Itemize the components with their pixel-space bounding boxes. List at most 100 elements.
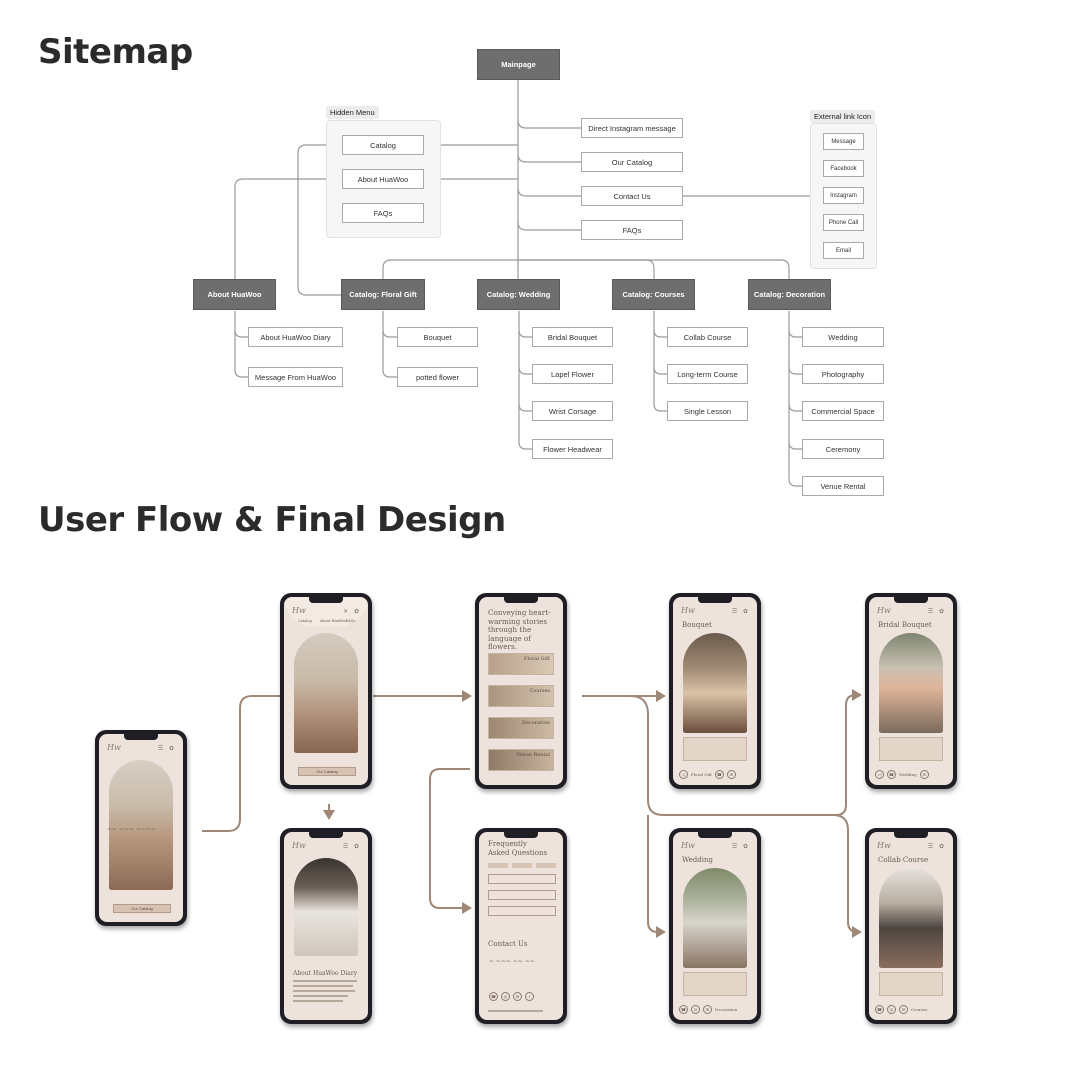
message-icon[interactable]: ✉: [899, 1004, 908, 1014]
product-image: [683, 633, 747, 733]
bridal-title: Bridal Bouquet: [878, 621, 932, 629]
menu-icon[interactable]: ☰ ✿: [927, 609, 946, 615]
phone-icon[interactable]: ☎: [714, 769, 724, 779]
instagram-icon[interactable]: ◎: [501, 992, 510, 1001]
hidden-menu-item-catalog: Catalog: [342, 135, 424, 155]
bouquet-bar-label: Floral Gift: [691, 771, 712, 777]
userflow-title: User Flow & Final Design: [38, 500, 506, 540]
catalog-heading: Conveying heart-warming stories through …: [488, 608, 551, 651]
phone-diary: Hw ☰ ✿ About HuaWoo Diary: [280, 828, 372, 1024]
collab-bar-label: Courses: [911, 1006, 928, 1012]
message-icon[interactable]: ✉: [513, 992, 522, 1001]
mainpage-node: Mainpage: [477, 49, 560, 80]
phone-icon[interactable]: ☎: [489, 992, 498, 1001]
logo-icon: Hw: [292, 841, 306, 850]
child-bridal-bouquet: Bridal Bouquet: [532, 327, 613, 347]
child-collab-course: Collab Course: [667, 327, 748, 347]
catalog-card-venue[interactable]: Venue Rental: [488, 749, 554, 771]
instagram-icon[interactable]: ◎: [691, 1004, 700, 1014]
catalog-card-decoration[interactable]: Decoration: [488, 717, 554, 739]
wedding-bar-label: Decoration: [715, 1006, 738, 1012]
node-contact-us: Contact Us: [581, 186, 683, 206]
phone-icon[interactable]: ☎: [679, 1004, 688, 1014]
external-message: Message: [823, 133, 864, 150]
hidden-menu-item-about: About HuaWoo: [342, 169, 424, 189]
phone-icon[interactable]: ☎: [875, 1004, 884, 1014]
section-decoration: Catalog: Decoration: [748, 279, 831, 310]
external-link-label: External link Icon: [810, 110, 876, 123]
phone-bridal: Hw ☰ ✿ Bridal Bouquet ◁ ☎ Wedding ✉: [865, 593, 957, 789]
child-ceremony: Ceremony: [802, 439, 884, 459]
message-icon[interactable]: ✉: [726, 769, 736, 779]
child-lapel-flower: Lapel Flower: [532, 364, 613, 384]
menu-tab-catalog[interactable]: Catalog: [298, 619, 312, 623]
logo-icon: Hw: [681, 606, 695, 615]
product-image: [879, 633, 943, 733]
logo-icon: Hw: [877, 841, 891, 850]
home-catalog-button[interactable]: Our Catalog: [113, 904, 171, 913]
logo-icon: Hw: [681, 841, 695, 850]
external-email: Email: [823, 242, 864, 259]
portrait-image: [294, 858, 358, 956]
close-icon[interactable]: ✕ ✿: [343, 609, 361, 615]
child-bouquet: Bouquet: [397, 327, 478, 347]
external-facebook: Facebook: [823, 160, 864, 177]
child-venue-rental: Venue Rental: [802, 476, 884, 496]
hidden-menu-item-faqs: FAQs: [342, 203, 424, 223]
child-deco-wedding: Wedding: [802, 327, 884, 347]
section-about-huawoo: About HuaWoo: [193, 279, 276, 310]
hero-image: [294, 633, 358, 753]
bridal-bar-label: Wedding: [899, 771, 917, 777]
catalog-card-courses[interactable]: Courses: [488, 685, 554, 707]
message-icon[interactable]: ✉: [703, 1004, 712, 1014]
instagram-icon[interactable]: ◎: [887, 1004, 896, 1014]
facebook-icon[interactable]: f: [525, 992, 534, 1001]
menu-icon[interactable]: ☰ ✿: [927, 844, 946, 850]
menu-tab-faqs[interactable]: FAQs: [346, 619, 356, 623]
section-floral-gift: Catalog: Floral Gift: [341, 279, 425, 310]
section-courses: Catalog: Courses: [612, 279, 695, 310]
contact-title: Contact Us: [488, 940, 528, 948]
logo-icon: Hw: [877, 606, 891, 615]
external-phone-call: Phone Call: [823, 214, 864, 231]
bouquet-title: Bouquet: [682, 621, 712, 629]
menu-catalog-button[interactable]: Our Catalog: [298, 767, 356, 776]
menu-tab-about[interactable]: About HuaWoo: [320, 619, 347, 623]
phone-menu: Hw ✕ ✿ Catalog About HuaWoo FAQs Our Cat…: [280, 593, 372, 789]
hidden-menu-label: Hidden Menu: [326, 106, 379, 119]
product-image: [879, 868, 943, 968]
diary-title: About HuaWoo Diary: [293, 970, 358, 977]
menu-icon[interactable]: ☰ ✿: [157, 746, 176, 752]
phone-collab: Hw ☰ ✿ Collab Course ☎ ◎ ✉ Courses: [865, 828, 957, 1024]
child-commercial-space: Commercial Space: [802, 401, 884, 421]
node-direct-instagram: Direct Instagram message: [581, 118, 683, 138]
menu-icon[interactable]: ☰ ✿: [342, 844, 361, 850]
child-long-term-course: Long-term Course: [667, 364, 748, 384]
logo-icon: Hw: [107, 743, 121, 752]
logo-icon: Hw: [292, 606, 306, 615]
collab-title: Collab Course: [878, 856, 929, 864]
phone-icon[interactable]: ☎: [887, 769, 896, 779]
child-potted-flower: potted flower: [397, 367, 478, 387]
back-icon[interactable]: ◁: [875, 769, 884, 779]
catalog-card-floral[interactable]: Floral Gift: [488, 653, 554, 675]
faq-title: Frequently Asked Questions: [488, 840, 548, 857]
product-image: [683, 868, 747, 968]
phone-catalog: Conveying heart-warming stories through …: [475, 593, 567, 789]
node-faqs: FAQs: [581, 220, 683, 240]
child-message-from: Message From HuaWoo: [248, 367, 343, 387]
child-photography: Photography: [802, 364, 884, 384]
phone-bouquet: Hw ☰ ✿ Bouquet ◁ Floral Gift ☎ ✉: [669, 593, 761, 789]
child-single-lesson: Single Lesson: [667, 401, 748, 421]
menu-icon[interactable]: ☰ ✿: [731, 609, 750, 615]
back-icon[interactable]: ◁: [679, 769, 688, 779]
message-icon[interactable]: ✉: [919, 769, 929, 779]
wedding-title: Wedding: [682, 856, 713, 864]
phone-wedding: Hw ☰ ✿ Wedding ☎ ◎ ✉ Decoration: [669, 828, 761, 1024]
sitemap-title: Sitemap: [38, 32, 193, 72]
phone-faq: Frequently Asked Questions Contact Us ~ …: [475, 828, 567, 1024]
child-about-diary: About HuaWoo Diary: [248, 327, 343, 347]
hero-image: [109, 760, 173, 890]
menu-icon[interactable]: ☰ ✿: [731, 844, 750, 850]
